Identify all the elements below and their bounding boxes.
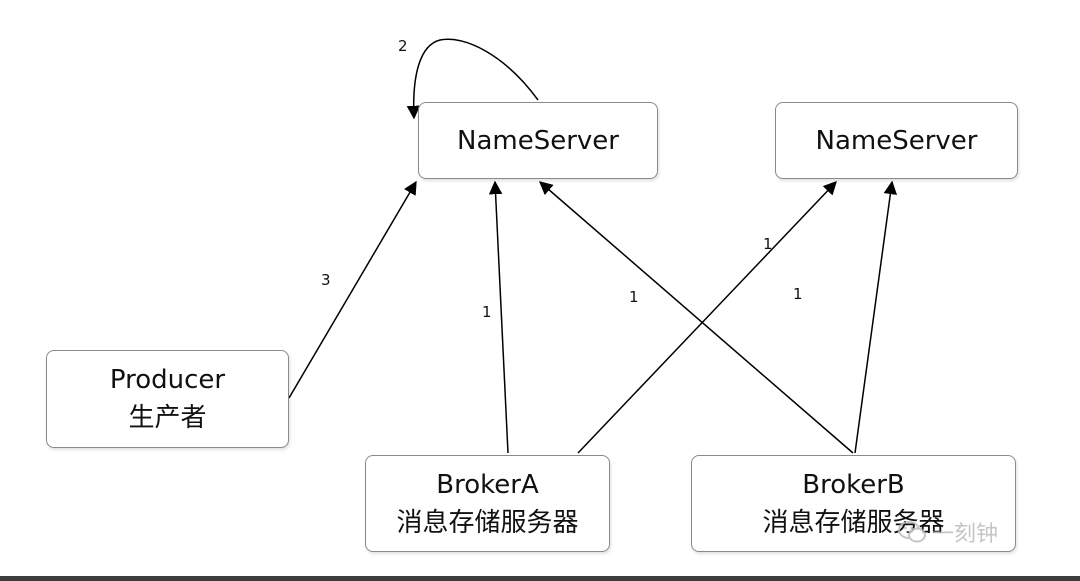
watermark-text: 一刻钟 — [932, 522, 999, 547]
bottom-border — [0, 576, 1080, 581]
broker-b-label: BrokerB — [802, 469, 905, 500]
edge-label-brokerb-ns2: 1 — [793, 285, 803, 303]
watermark: 一刻钟 — [898, 516, 998, 548]
producer-label: Producer — [109, 365, 226, 395]
edge-label-brokera-ns2: 1 — [763, 235, 773, 253]
edge-label-producer: 3 — [321, 271, 331, 289]
broker-a-label: BrokerA — [436, 469, 539, 500]
nameserver-1-box: NameServer — [418, 102, 658, 179]
nameserver-1-label: NameServer — [457, 125, 619, 156]
edge-label-brokerb-ns1: 1 — [629, 288, 639, 306]
self-loop-arrow — [406, 38, 539, 120]
nameserver-2-label: NameServer — [815, 125, 978, 156]
wechat-icon — [898, 521, 926, 543]
edge-label-self-loop: 2 — [398, 37, 408, 55]
broker-b-box: BrokerB 消息存储服务器 — [691, 455, 1016, 552]
brokerb-to-nameserver2-arrow — [854, 180, 898, 454]
broker-a-box: BrokerA 消息存储服务器 — [365, 455, 610, 552]
brokera-to-nameserver1-arrow — [488, 180, 509, 454]
broker-a-sublabel: 消息存储服务器 — [396, 507, 579, 538]
edge-label-brokera-ns1: 1 — [482, 303, 492, 321]
brokerb-to-nameserver1-arrow — [538, 181, 854, 454]
producer-box: Producer 生产者 — [46, 350, 289, 448]
nameserver-2-box: NameServer — [775, 102, 1018, 179]
producer-to-nameserver-arrow — [288, 180, 417, 399]
producer-sublabel: 生产者 — [128, 403, 207, 433]
brokera-to-nameserver2-arrow — [577, 181, 837, 454]
